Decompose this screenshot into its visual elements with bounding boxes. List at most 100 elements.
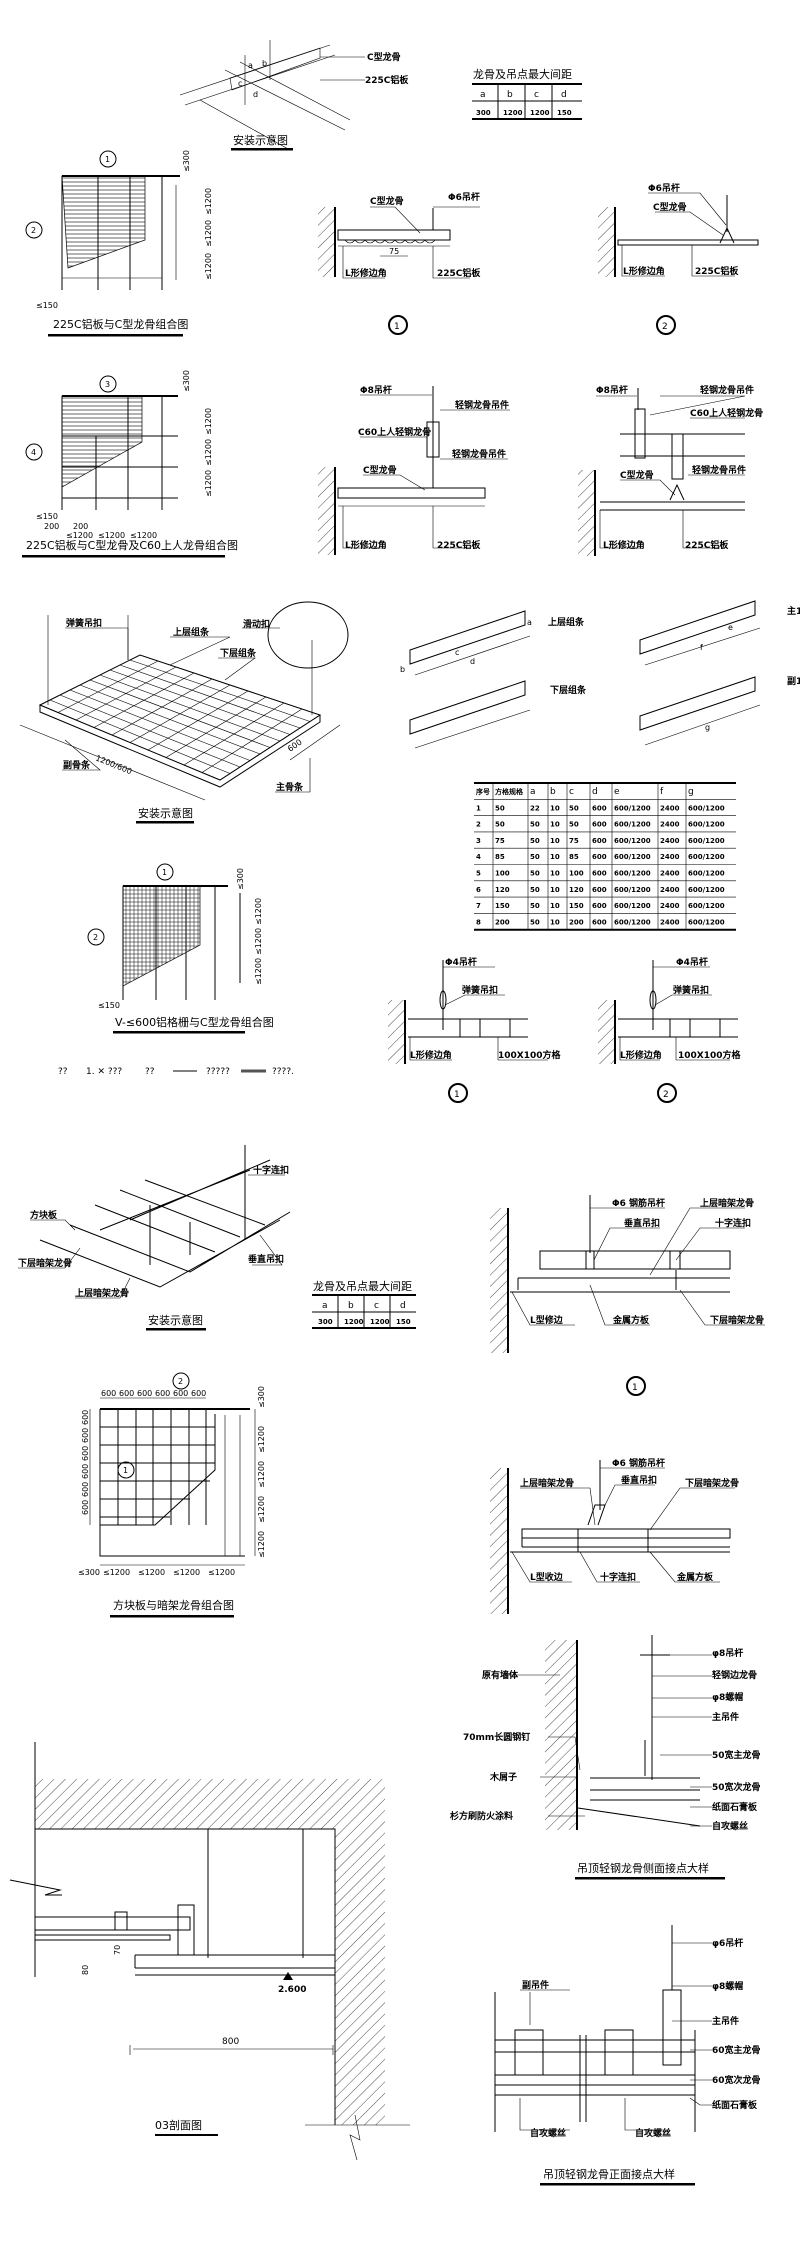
dim-right: ≤1200 (257, 1426, 266, 1453)
table-cell: 600/1200 (688, 804, 725, 812)
detail-1-section: C型龙骨 Φ6吊杆 75 L形修边角 225C铝板 1 (318, 191, 481, 335)
vertical-clip-label: 垂直吊扣 (621, 1474, 657, 1486)
lower-keel-label: 下层暗架龙骨 (710, 1314, 764, 1326)
rod-label: Φ6吊杆 (448, 191, 480, 203)
panel-label: 225C铝板 (695, 265, 739, 277)
table-cell: 50 (530, 870, 540, 878)
table-cell: 2400 (660, 918, 680, 926)
detail-number: 1 (632, 1383, 638, 1393)
edge-label: L形修边角 (623, 265, 665, 277)
table-header: f (660, 787, 664, 797)
sub-keel-label: 60宽次龙骨 (712, 2074, 761, 2086)
spring-clip-label: 弹簧吊扣 (66, 617, 102, 629)
table-header: c (374, 1301, 379, 1311)
callout-1: 1 (162, 868, 167, 877)
table-cell: 150 (569, 902, 584, 910)
table-cell: 50 (569, 804, 579, 812)
dim-bottom: ≤1200 (103, 1568, 130, 1577)
dim-v-1: ≤1200 (204, 408, 213, 435)
edge-label: L形修边角 (620, 1049, 662, 1061)
tile-label: 方块板 (30, 1209, 58, 1221)
table-header: d (592, 787, 598, 797)
table-cell: 600 (592, 870, 607, 878)
grid-strip-details: 上层组条 下层组条 主1 副1 a b c d e f g (400, 600, 800, 749)
strip-dim-g: g (705, 723, 710, 732)
table-cell: 10 (550, 870, 560, 878)
detail-3-section: Φ8吊杆 轻钢龙骨吊件 C60上人轻钢龙骨 轻钢龙骨吊件 C型龙骨 L形修边角 … (318, 384, 510, 555)
table-cell: 10 (550, 821, 560, 829)
board-label: 纸面石膏板 (712, 2099, 758, 2111)
width-dim: 600 (286, 738, 304, 754)
sub-keel-label: 50宽次龙骨 (712, 1781, 761, 1793)
dim-left: 600 (81, 1500, 90, 1515)
edge-label: L型收边 (530, 1571, 564, 1583)
upper-keel-label: 上层暗架龙骨 (75, 1287, 129, 1299)
table-cell: 75 (569, 837, 579, 845)
dim-top: 600 (173, 1389, 188, 1398)
rod-label: Φ4吊杆 (445, 956, 477, 968)
hanger-top-label: 轻钢龙骨吊件 (455, 399, 509, 411)
main-hanger-label: 主吊件 (712, 1711, 739, 1723)
callout-2: 2 (31, 226, 36, 235)
dim-80: 80 (81, 1965, 90, 1975)
legend-text-4: ????? (206, 1067, 230, 1077)
lower-strip-label: 下层组条 (550, 684, 587, 696)
clip-label: 弹簧吊扣 (462, 984, 498, 996)
lower-keel-label: 下层暗架龙骨 (685, 1477, 739, 1489)
table-header: d (561, 90, 567, 100)
table-cell: 600/1200 (688, 918, 725, 926)
edge-label: L型修边 (530, 1314, 564, 1326)
upper-strip-label: 上层组条 (173, 626, 210, 638)
upper-strip-label: 上层组条 (548, 616, 585, 628)
table-cell: 22 (530, 804, 540, 812)
level-label: 2.600 (278, 1985, 306, 1995)
table-cell: 50 (530, 886, 540, 894)
table-cell: 100 (569, 870, 584, 878)
callout-4: 4 (31, 448, 36, 457)
table-cell: 600/1200 (688, 870, 725, 878)
table-cell: 300 (318, 1318, 333, 1326)
table-cell: 600/1200 (688, 886, 725, 894)
callout-1: 1 (123, 1466, 128, 1475)
edge-keel-label: 轻钢边龙骨 (712, 1669, 757, 1681)
edge-label: L形修边角 (603, 539, 645, 551)
panel-label: 225C铝板 (437, 267, 481, 279)
table-cell: 600 (592, 918, 607, 926)
table-header: 方格规格 (495, 787, 524, 796)
table-cell: 50 (530, 902, 540, 910)
detail-2-section: Φ6吊杆 C型龙骨 L形修边角 225C铝板 2 (598, 182, 759, 335)
table-cell: 600/1200 (614, 837, 651, 845)
drawing-title: 225C铝板与C型龙骨组合图 (53, 317, 188, 331)
detail-number: 1 (454, 1090, 460, 1100)
wood-label: 木屑子 (489, 1771, 517, 1783)
rod-label: φ6吊杆 (712, 1937, 743, 1949)
legend-text-2: 1. ✕ ??? (86, 1067, 122, 1077)
dim-right: ≤300 (257, 1386, 266, 1408)
dim-h-3: ≤1200 (130, 531, 157, 540)
length-dim: 1200/600 (94, 754, 133, 777)
slide-clip-label: 滑动扣 (243, 618, 270, 630)
table-cell: 600/1200 (688, 902, 725, 910)
rod-label: Φ4吊杆 (676, 956, 708, 968)
nut-label: φ8螺帽 (712, 1691, 743, 1703)
dim-h-2: ≤1200 (98, 531, 125, 540)
c-keel-label: C型龙骨 (653, 201, 687, 213)
rod-label: Φ6吊杆 (648, 182, 680, 194)
drawing-title: 吊顶轻钢龙骨侧面接点大样 (577, 1861, 709, 1875)
detail-4-section: Φ8吊杆 轻钢龙骨吊件 C60上人轻钢龙骨 轻钢龙骨吊件 C型龙骨 L形修边角 … (578, 384, 763, 556)
dim-v-1: ≤1200 (204, 188, 213, 215)
hanger-top-label: 轻钢龙骨吊件 (700, 384, 754, 396)
strip-dim-f: f (700, 643, 703, 652)
c-keel-label: C型龙骨 (367, 51, 401, 63)
strip-dim-c: c (455, 648, 459, 657)
c-keel-label: C型龙骨 (363, 464, 397, 476)
table-title: 龙骨及吊点最大间距 (473, 67, 572, 81)
main-bone-label: 主骨条 (276, 781, 304, 793)
hanger-bottom-label: 轻钢龙骨吊件 (452, 448, 506, 460)
legend-text-1: ?? (58, 1067, 68, 1077)
table-cell: 100 (495, 870, 510, 878)
tile-label: 金属方板 (612, 1314, 650, 1326)
table-cell: 2400 (660, 837, 680, 845)
